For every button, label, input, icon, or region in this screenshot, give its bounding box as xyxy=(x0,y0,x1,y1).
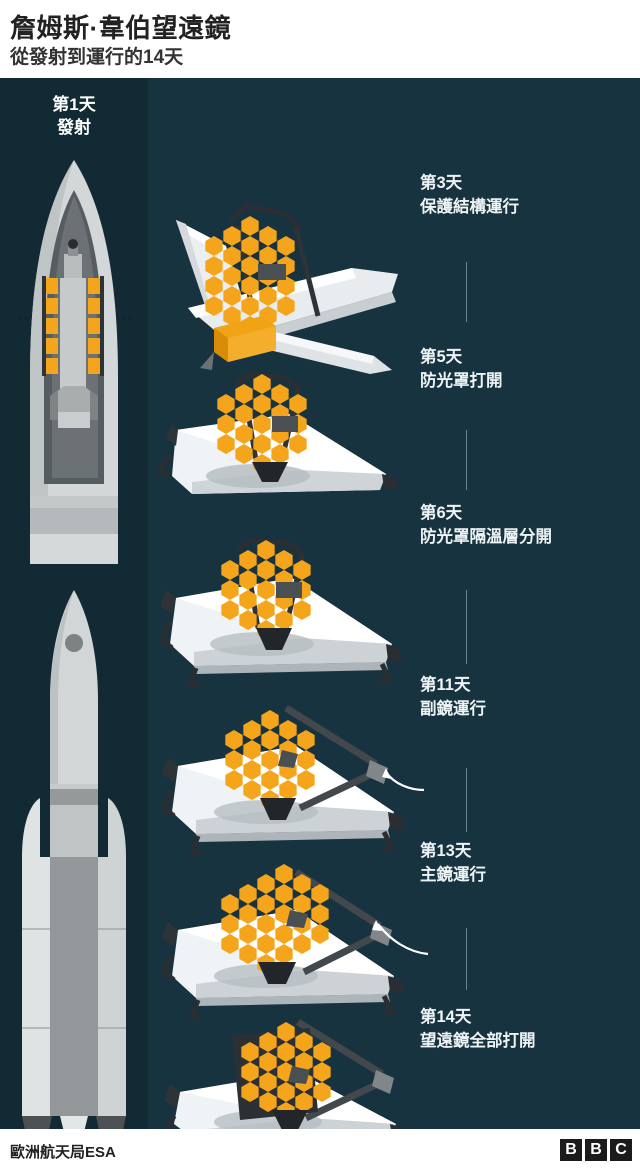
stage-illustration-day11 xyxy=(160,705,425,857)
stage-label-day14: 第14天 望遠鏡全部打開 xyxy=(420,1006,536,1054)
stage-day-day6: 第6天 xyxy=(420,504,463,522)
stage-event-day5: 防光罩打開 xyxy=(420,371,503,390)
callout-arrow-day11 xyxy=(385,771,425,792)
primary-mirror-day11 xyxy=(225,710,315,810)
stage-day-day5: 第5天 xyxy=(420,348,463,366)
stage-illustration-day14 xyxy=(164,1019,405,1129)
secondary-boom-upper xyxy=(284,705,378,767)
footer: 歐洲航天局ESA B B C xyxy=(0,1129,640,1172)
bbc-logo-letter-1: B xyxy=(560,1139,582,1161)
main-panel: 第1天 發射 xyxy=(0,78,640,1129)
divider-4 xyxy=(466,768,467,832)
stage-label-day5: 第5天 防光罩打開 xyxy=(420,346,503,394)
stage-illustration-day5 xyxy=(156,371,398,494)
spacecraft-bus xyxy=(214,316,276,362)
primary-mirror-day3 xyxy=(205,216,295,336)
stage-label-day3: 第3天 保護結構運行 xyxy=(420,172,519,220)
page-title: 詹姆斯·韋伯望遠鏡 xyxy=(10,13,232,43)
stage-illustration-day3 xyxy=(176,203,398,374)
left-day-event: 發射 xyxy=(57,117,91,137)
stage-event-day3: 保護結構運行 xyxy=(420,197,519,216)
stage-event-day13: 主鏡運行 xyxy=(420,865,486,884)
stage-label-day6: 第6天 防光罩隔溫層分開 xyxy=(420,502,552,550)
stage-label-day11: 第11天 副鏡運行 xyxy=(420,674,486,722)
stage-day-day3: 第3天 xyxy=(420,174,463,192)
page-subtitle: 從發射到運行的14天 xyxy=(10,47,184,68)
stage-event-day6: 防光罩隔溫層分開 xyxy=(420,527,552,546)
bbc-logo: B B C xyxy=(560,1139,632,1161)
stage-illustration-day13 xyxy=(160,864,429,1021)
callout-arrow-day13 xyxy=(377,923,429,956)
stage-day-day11: 第11天 xyxy=(420,676,471,694)
secondary-boom-lower xyxy=(298,768,378,812)
secondary-mirror xyxy=(366,760,388,784)
stage-event-day11: 副鏡運行 xyxy=(420,699,486,718)
divider-2 xyxy=(466,430,467,490)
stage-day-day14: 第14天 xyxy=(420,1008,472,1026)
divider-3 xyxy=(466,590,467,664)
divider-1 xyxy=(466,262,467,322)
primary-mirror-day13 xyxy=(221,864,329,974)
primary-mirror-day5 xyxy=(217,374,307,474)
bbc-logo-letter-3: C xyxy=(610,1139,632,1161)
left-day-label: 第1天 發射 xyxy=(0,94,148,140)
stage-illustration-day6 xyxy=(158,537,402,689)
source-credit: 歐洲航天局ESA xyxy=(10,1144,116,1161)
primary-mirror-day6 xyxy=(221,540,311,640)
header: 詹姆斯·韋伯望遠鏡 從發射到運行的14天 xyxy=(0,0,640,78)
left-day-number: 第1天 xyxy=(52,95,96,114)
stage-day-day13: 第13天 xyxy=(420,842,472,860)
primary-mirror-day14 xyxy=(241,1022,331,1122)
left-column-background xyxy=(0,78,148,1129)
divider-5 xyxy=(466,928,467,990)
stage-event-day14: 望遠鏡全部打開 xyxy=(420,1031,536,1050)
stage-label-day13: 第13天 主鏡運行 xyxy=(420,840,486,888)
bbc-logo-letter-2: B xyxy=(585,1139,607,1161)
